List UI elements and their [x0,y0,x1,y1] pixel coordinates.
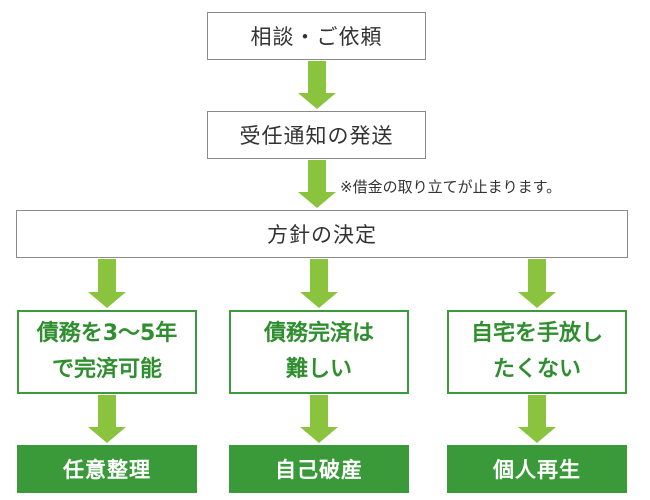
step-notice-label: 受任通知の発送 [239,124,394,148]
choice-3-line2: たくない [492,357,581,382]
choice-1-line1: 債務を3〜5年 [36,321,178,346]
step-policy-label: 方針の決定 [267,223,377,247]
arrow-choice-2-to-outcome [300,395,338,443]
step-consultation-label: 相談・ご依頼 [250,25,383,49]
choice-repay-3-5-years: 債務を3〜5年 で完済可能 [17,310,197,394]
choice-3-line1: 自宅を手放し [470,321,603,346]
outcome-3-label: 個人再生 [493,458,581,482]
outcome-bankruptcy: 自己破産 [229,445,409,493]
arrow-decide-to-choice-3 [518,259,556,308]
arrow-decide-to-choice-1 [88,259,126,308]
choice-keep-home: 自宅を手放し たくない [447,310,627,394]
arrow-decide-to-choice-2 [300,259,338,308]
step-policy-decision: 方針の決定 [16,210,628,258]
choice-2-line1: 債務完済は [263,321,374,346]
outcome-individual-rehabilitation: 個人再生 [447,445,627,493]
choice-2-line2: 難しい [285,357,352,382]
step-consultation: 相談・ご依頼 [207,12,426,60]
arrow-consult-to-notice [298,61,336,109]
arrow-choice-3-to-outcome [518,395,556,443]
collection-stop-note: ※借金の取り立てが止まります。 [340,178,562,196]
arrow-notice-to-decide [298,160,336,208]
choice-repay-difficult: 債務完済は 難しい [229,310,409,394]
choice-1-line2: で完済可能 [51,357,162,382]
outcome-2-label: 自己破産 [275,458,363,482]
outcome-1-label: 任意整理 [63,458,151,482]
step-notice-sending: 受任通知の発送 [207,111,426,159]
outcome-voluntary-arrangement: 任意整理 [17,445,197,493]
arrow-choice-1-to-outcome [88,395,126,443]
